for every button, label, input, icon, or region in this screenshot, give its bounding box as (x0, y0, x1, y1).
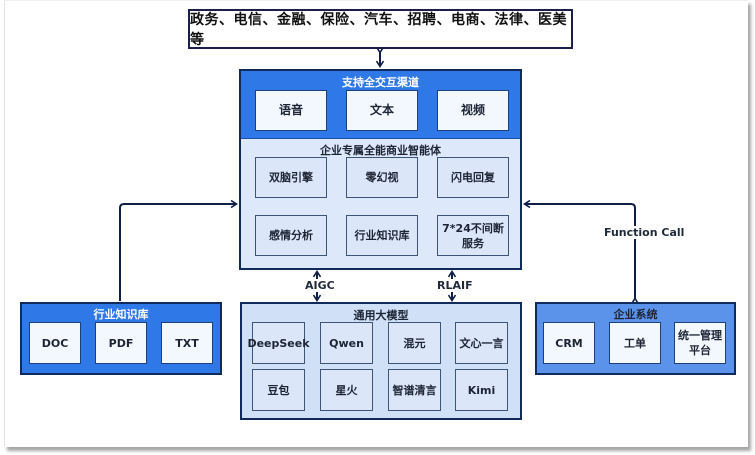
llm-hunyuan: 混元 (388, 322, 441, 364)
aigc-label: AIGC (305, 279, 335, 292)
llm-qwen: Qwen (320, 322, 373, 364)
knowledge-base-title: 行业知识库 (93, 308, 149, 321)
agent-feature-sentiment: 感情分析 (255, 215, 327, 256)
kb-doc: DOC (29, 322, 81, 364)
llm-wenxin: 文心一言 (455, 322, 508, 364)
channel-voice: 语音 (255, 90, 327, 131)
agent-feature-flash-reply: 闪电回复 (437, 157, 509, 198)
llm-spark: 星火 (320, 369, 373, 411)
agent-title: 企业专属全能商业智能体 (320, 144, 441, 157)
channels-section: 支持全交互渠道 语音 文本 视频 (241, 71, 520, 139)
industries-banner: 政务、电信、金融、保险、汽车、招聘、电商、法律、医美等 (188, 9, 573, 49)
system-crm: CRM (543, 322, 595, 364)
llm-doubao: 豆包 (252, 369, 305, 411)
llm-kimi: Kimi (455, 369, 508, 411)
knowledge-base-block: 行业知识库 DOC PDF TXT (20, 302, 222, 375)
channels-title: 支持全交互渠道 (342, 76, 419, 89)
channel-video: 视频 (437, 90, 509, 131)
llm-zhipu: 智谱清言 (388, 369, 441, 411)
agent-feature-zero-hallucination: 零幻视 (346, 157, 418, 198)
channel-text: 文本 (346, 90, 418, 131)
industries-text: 政务、电信、金融、保险、汽车、招聘、电商、法律、医美等 (190, 12, 567, 48)
arrow-kb-main (119, 204, 236, 301)
kb-txt: TXT (161, 322, 213, 364)
function-call-label: Function Call (603, 226, 686, 239)
main-agent-block: 支持全交互渠道 语音 文本 视频 企业专属全能商业智能体 双脑引擎 零幻视 闪电… (239, 69, 522, 270)
kb-pdf: PDF (95, 322, 147, 364)
llm-block: 通用大模型 DeepSeek Qwen 混元 文心一言 豆包 星火 智谱清言 K… (240, 302, 522, 420)
llm-deepseek: DeepSeek (247, 322, 310, 364)
system-management-platform: 统一管理平台 (674, 322, 726, 364)
enterprise-system-block: 企业系统 CRM 工单 统一管理平台 (535, 302, 736, 375)
agent-feature-24x7: 7*24不间断服务 (437, 215, 509, 256)
system-ticket: 工单 (609, 322, 661, 364)
llm-title: 通用大模型 (353, 309, 409, 322)
agent-feature-knowledge: 行业知识库 (346, 215, 418, 256)
rlaif-label: RLAIF (437, 279, 473, 292)
arrow-enterprise-main (525, 204, 635, 299)
agent-feature-dual-brain: 双脑引擎 (255, 157, 327, 198)
enterprise-system-title: 企业系统 (613, 308, 658, 321)
